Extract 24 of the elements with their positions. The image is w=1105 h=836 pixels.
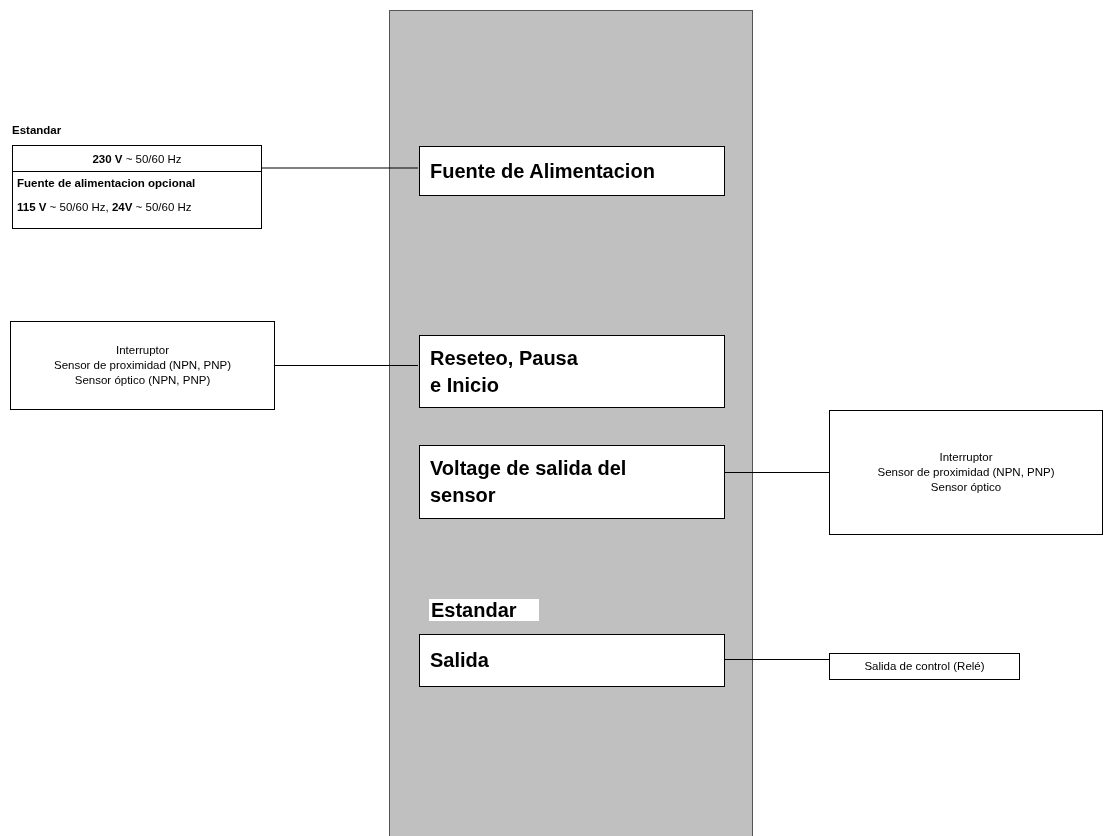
function-block: Voltage de salida del sensor — [419, 445, 725, 519]
function-block: Fuente de Alimentacion — [419, 146, 725, 196]
table-row: 230 V ~ 50/60 Hz — [13, 146, 261, 172]
device-text: Salida de control (Relé) — [863, 659, 986, 674]
connector-line — [723, 658, 830, 661]
table-row-text: 115 V ~ 50/60 Hz, 24V ~ 50/60 Hz — [16, 200, 193, 215]
device-text: Sensor de proximidad (NPN, PNP) — [52, 358, 232, 373]
function-block: Reseteo, Pausa e Inicio — [419, 335, 725, 408]
device-text: Sensor óptico (NPN, PNP) — [73, 372, 212, 388]
device-text: Sensor óptico — [929, 479, 1003, 495]
function-block: Salida — [419, 634, 725, 687]
device-text: Interruptor — [114, 343, 171, 359]
section-heading: Estandar — [429, 599, 539, 621]
device-box — [829, 653, 1020, 680]
connector-line — [261, 167, 419, 169]
table-row-text: Fuente de alimentacion opcional — [16, 176, 197, 191]
device-box — [10, 321, 275, 410]
device-text: Sensor de proximidad (NPN, PNP) — [876, 465, 1056, 480]
table-heading: Estandar — [12, 124, 62, 136]
device-box — [829, 410, 1103, 535]
device-panel — [389, 10, 753, 836]
connector-line — [274, 364, 419, 367]
device-text: Interruptor — [938, 450, 994, 466]
connector-line — [723, 471, 830, 474]
